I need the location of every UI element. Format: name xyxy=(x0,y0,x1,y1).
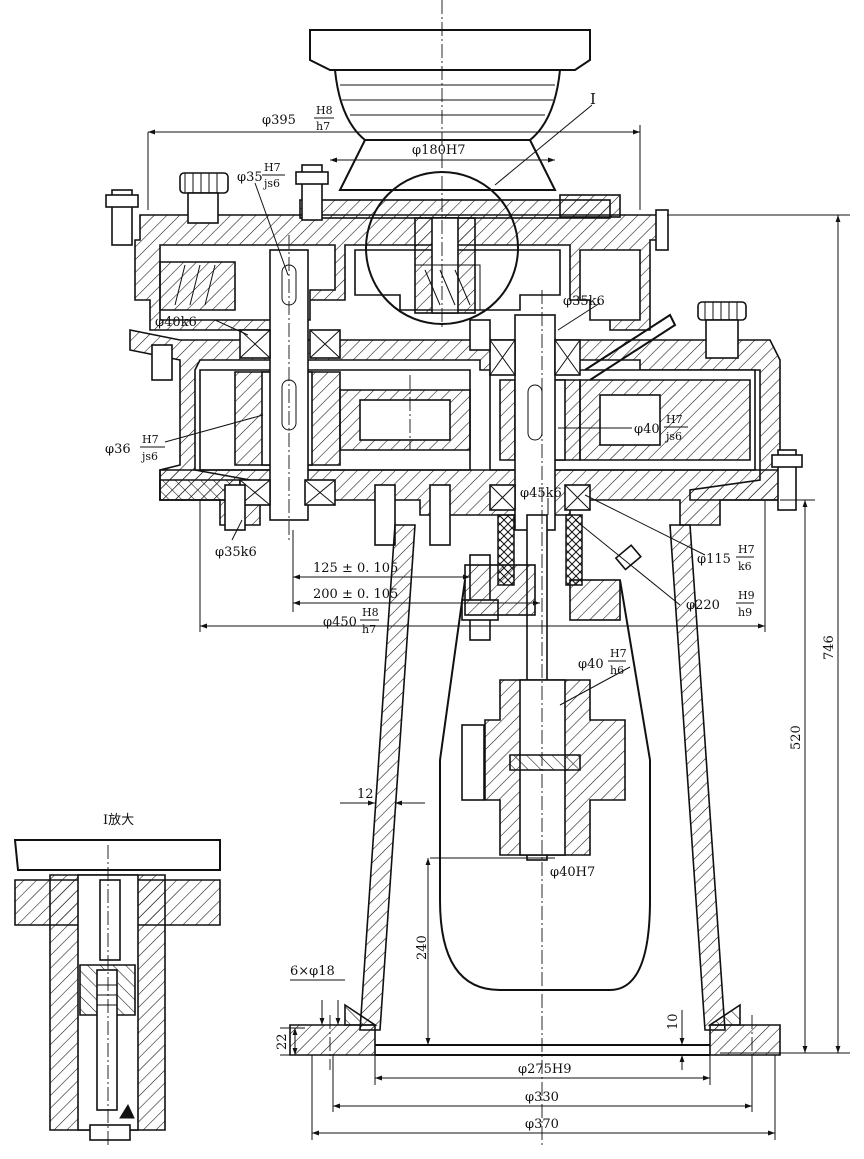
svg-text:h7: h7 xyxy=(316,120,330,133)
detail-view-I: I放大 xyxy=(13,813,221,1145)
svg-text:js6: js6 xyxy=(262,177,280,190)
gearbox-upper-housing xyxy=(134,194,666,331)
svg-text:H8: H8 xyxy=(316,104,333,117)
svg-text:φ395: φ395 xyxy=(262,113,296,128)
dim-phi40-h7h6: φ40 H7 h6 xyxy=(578,647,627,677)
dim-phi275: φ275H9 xyxy=(518,1062,572,1077)
dim-phi35k6-bottom: φ35k6 xyxy=(215,545,257,560)
dimension-labels: φ395 H8 h7 φ180H7 φ35 H7 js6 φ40k6 φ35k6… xyxy=(105,104,837,1132)
dim-phi115: φ115 H7 k6 xyxy=(697,543,755,573)
dim-phi40H7: φ40H7 xyxy=(550,865,595,880)
dim-phi370: φ370 xyxy=(525,1117,559,1132)
dim-200: 200 ± 0. 105 xyxy=(313,587,398,602)
detail-title: I放大 xyxy=(103,813,134,828)
top-gear xyxy=(159,217,481,314)
dim-phi36: φ36 H7 js6 xyxy=(105,433,165,463)
svg-text:φ40: φ40 xyxy=(578,657,604,672)
svg-text:φ220: φ220 xyxy=(686,598,720,613)
svg-text:h7: h7 xyxy=(362,623,376,636)
dim-22: 22 xyxy=(275,1033,290,1050)
dim-240: 240 xyxy=(415,935,430,960)
dim-6-holes: 6×φ18 xyxy=(290,964,335,979)
svg-text:H7: H7 xyxy=(666,413,683,426)
dim-520: 520 xyxy=(789,725,804,750)
svg-text:js6: js6 xyxy=(664,430,682,443)
svg-text:φ36: φ36 xyxy=(105,442,131,457)
bearings xyxy=(239,329,591,511)
dim-phi35-h7js6: φ35 H7 js6 xyxy=(237,161,285,190)
dim-phi220: φ220 H9 h9 xyxy=(686,589,755,619)
dimension-lines xyxy=(147,125,850,1140)
svg-text:H7: H7 xyxy=(142,433,159,446)
svg-text:φ35: φ35 xyxy=(237,170,263,185)
dim-phi395: φ395 H8 h7 xyxy=(262,104,334,133)
dim-phi330: φ330 xyxy=(525,1090,559,1105)
svg-text:H7: H7 xyxy=(264,161,281,174)
svg-text:φ115: φ115 xyxy=(697,552,731,567)
top-bowl xyxy=(309,29,591,191)
dim-phi45k6: φ45k6 xyxy=(520,486,562,501)
svg-text:H8: H8 xyxy=(362,606,379,619)
svg-text:H9: H9 xyxy=(738,589,755,602)
dim-10: 10 xyxy=(666,1013,681,1030)
svg-text:h6: h6 xyxy=(610,664,624,677)
dim-phi180: φ180H7 xyxy=(412,143,466,158)
svg-text:js6: js6 xyxy=(140,450,158,463)
coupling xyxy=(464,564,626,856)
dim-phi450: φ450 H8 h7 xyxy=(323,606,379,636)
svg-text:h9: h9 xyxy=(738,606,752,619)
dim-125: 125 ± 0. 105 xyxy=(313,561,398,576)
svg-text:H7: H7 xyxy=(610,647,627,660)
dim-phi40-h7js6: φ40 H7 js6 xyxy=(634,413,688,443)
svg-text:φ40: φ40 xyxy=(634,422,660,437)
svg-text:k6: k6 xyxy=(738,560,752,573)
svg-text:H7: H7 xyxy=(738,543,755,556)
svg-text:φ450: φ450 xyxy=(323,615,357,630)
dim-phi35k6-top: φ35k6 xyxy=(563,294,605,309)
centre-lines xyxy=(288,0,753,1145)
dim-phi40k6: φ40k6 xyxy=(155,315,197,330)
dim-12: 12 xyxy=(357,787,374,802)
detail-marker: I xyxy=(590,90,596,108)
dim-746: 746 xyxy=(822,635,837,660)
pedestal xyxy=(289,524,781,1056)
